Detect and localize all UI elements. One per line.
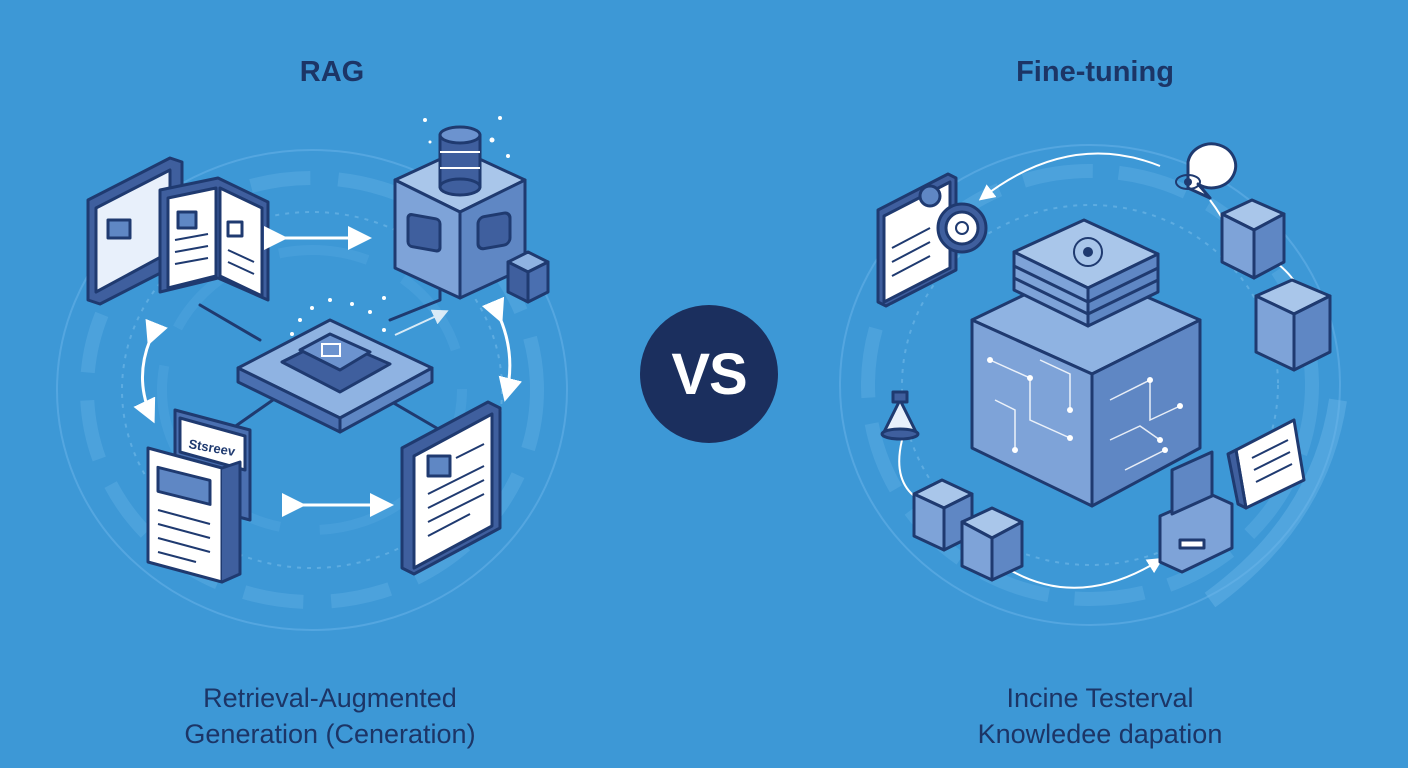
- document-panels-bottom-left: Stsreev: [146, 408, 252, 584]
- ft-notes-right: [1226, 418, 1306, 510]
- circuit-lines: [989, 359, 1181, 471]
- document-panel-bottom-right: [400, 400, 502, 576]
- ft-box-top-right: [1220, 198, 1286, 280]
- database-cube: [393, 116, 550, 304]
- processing-chip: [236, 296, 434, 434]
- arrow-right-vertical: [481, 296, 523, 402]
- rag-caption: Retrieval-Augmented Generation (Cenerati…: [130, 680, 530, 752]
- document-panels-top-left: [86, 156, 270, 306]
- finetuning-caption-line-2: Knowledee dapation: [977, 719, 1223, 749]
- vs-badge: VS: [640, 305, 778, 443]
- database-cylinder: [438, 125, 482, 197]
- lamp-icon: [880, 390, 920, 441]
- rag-caption-line-1: Retrieval-Augmented: [203, 683, 457, 713]
- rag-diagram: Stsreev: [56, 116, 568, 631]
- eye-icon: [1175, 142, 1238, 200]
- model-top-layers: [1012, 218, 1160, 328]
- model-cube: [970, 218, 1202, 508]
- ft-orbit-rings: [839, 144, 1347, 626]
- ft-cubes-bottom-left: [912, 478, 1024, 582]
- finetuning-caption-line-1: Incine Testerval: [1006, 683, 1194, 713]
- rag-flow-arrows: [133, 226, 523, 517]
- rag-title: RAG: [299, 56, 365, 88]
- arrow-left-vertical: [133, 318, 168, 424]
- ft-document-top-left: [876, 172, 988, 308]
- rag-caption-line-2: Generation (Ceneration): [184, 719, 476, 749]
- finetuning-diagram: [839, 142, 1347, 626]
- ft-device-bottom-right: [1158, 450, 1234, 574]
- finetuning-title: Fine-tuning: [1016, 56, 1174, 88]
- small-cube: [506, 250, 550, 304]
- ft-box-right: [1254, 278, 1332, 372]
- finetuning-caption: Incine Testerval Knowledee dapation: [900, 680, 1300, 752]
- vs-label: VS: [671, 341, 747, 407]
